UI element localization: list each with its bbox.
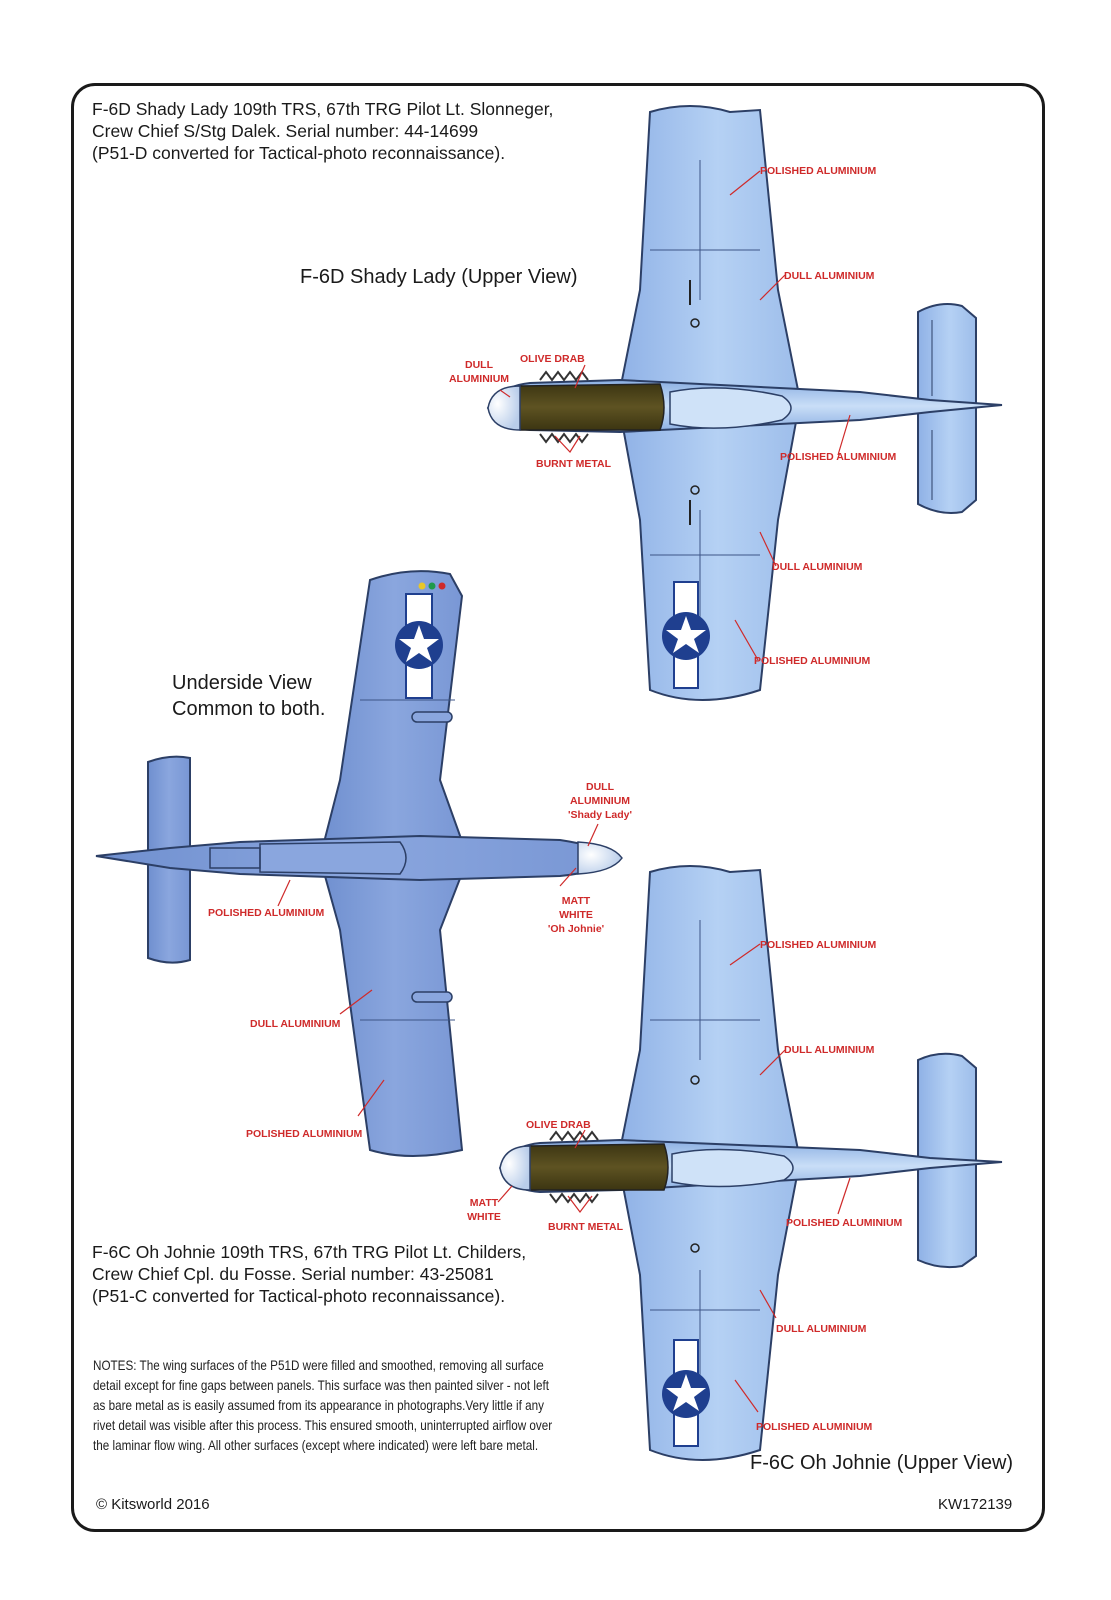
callout-dull-aluminium-lower: DULL ALUMINIUM [776,1323,867,1335]
callout-polished-aluminium-wing: POLISHED ALUMINIUM [246,1128,363,1140]
decal-sheet [71,83,1045,1532]
f6c-upper-view-drawing [498,865,1003,1461]
f6d-description-line: F-6D Shady Lady 109th TRS, 67th TRG Pilo… [92,99,554,119]
f6d-description-line: Crew Chief S/Stg Dalek. Serial number: 4… [92,121,479,141]
underside-view-drawing [95,570,623,1157]
callout-dull-aluminium-shady-lady: DULL ALUMINIUM 'Shady Lady' [568,781,632,821]
f6d-description: F-6D Shady Lady 109th TRS, 67th TRG Pilo… [92,98,553,164]
copyright-text: © Kitsworld 2016 [96,1496,210,1513]
callout-polished-aluminium: POLISHED ALUMINIUM [760,165,877,177]
notes-line: the laminar flow wing. All other surface… [93,1438,539,1453]
callout-polished-aluminium-lower: POLISHED ALUMINIUM [756,1421,873,1433]
f6c-callout-leaders [497,943,851,1413]
notes-line: NOTES: The wing surfaces of the P51D wer… [93,1358,544,1373]
f6c-description-line: Crew Chief Cpl. du Fosse. Serial number:… [92,1264,494,1284]
callout-polished-aluminium-tail: POLISHED ALUMINIUM [780,451,897,463]
callout-dull-aluminium-wing: DULL ALUMINIUM [250,1018,341,1030]
callout-polished-aluminium-lower: POLISHED ALUMINIUM [754,655,871,667]
notes-block: NOTES: The wing surfaces of the P51D wer… [93,1356,552,1456]
f6c-description-line: F-6C Oh Johnie 109th TRS, 67th TRG Pilot… [92,1242,527,1262]
callout-burnt-metal: BURNT METAL [548,1221,624,1233]
underside-callout-leaders [277,823,599,1117]
callout-dull-aluminium-lower: DULL ALUMINIUM [772,561,863,573]
underside-view-title: Underside View Common to both. [172,672,326,720]
callout-olive-drab: OLIVE DRAB [526,1119,591,1131]
f6d-view-title: F-6D Shady Lady (Upper View) [300,266,578,288]
f6c-view-title: F-6C Oh Johnie (Upper View) [750,1452,1014,1474]
f6d-upper-view-drawing [486,105,1003,701]
f6c-description-line: (P51-C converted for Tactical-photo reco… [92,1286,506,1306]
callout-dull-aluminium: DULL ALUMINIUM [784,270,875,282]
notes-line: as bare metal as is easily assumed from … [93,1398,544,1413]
f6d-callout-leaders [499,170,851,661]
callout-matt-white-oh-johnie: MATT WHITE 'Oh Johnie' [547,895,605,935]
notes-line: detail except for fine gaps between pane… [93,1378,549,1393]
f6c-description: F-6C Oh Johnie 109th TRS, 67th TRG Pilot… [92,1241,526,1307]
product-code: KW172139 [938,1496,1013,1513]
f6d-description-line: (P51-D converted for Tactical-photo reco… [92,143,506,163]
callout-polished-aluminium-tail: POLISHED ALUMINIUM [208,907,325,919]
callout-burnt-metal: BURNT METAL [536,458,612,470]
callout-dull-aluminium: DULL ALUMINIUM [784,1044,875,1056]
callout-polished-aluminium-tail: POLISHED ALUMINIUM [786,1217,903,1229]
callout-polished-aluminium: POLISHED ALUMINIUM [760,939,877,951]
callout-olive-drab: OLIVE DRAB [520,353,585,365]
callout-dull-aluminium-nose: DULL ALUMINIUM [448,359,510,385]
notes-line: rivet detail was visible after this proc… [93,1418,553,1433]
callout-matt-white: MATT WHITE [467,1197,501,1223]
